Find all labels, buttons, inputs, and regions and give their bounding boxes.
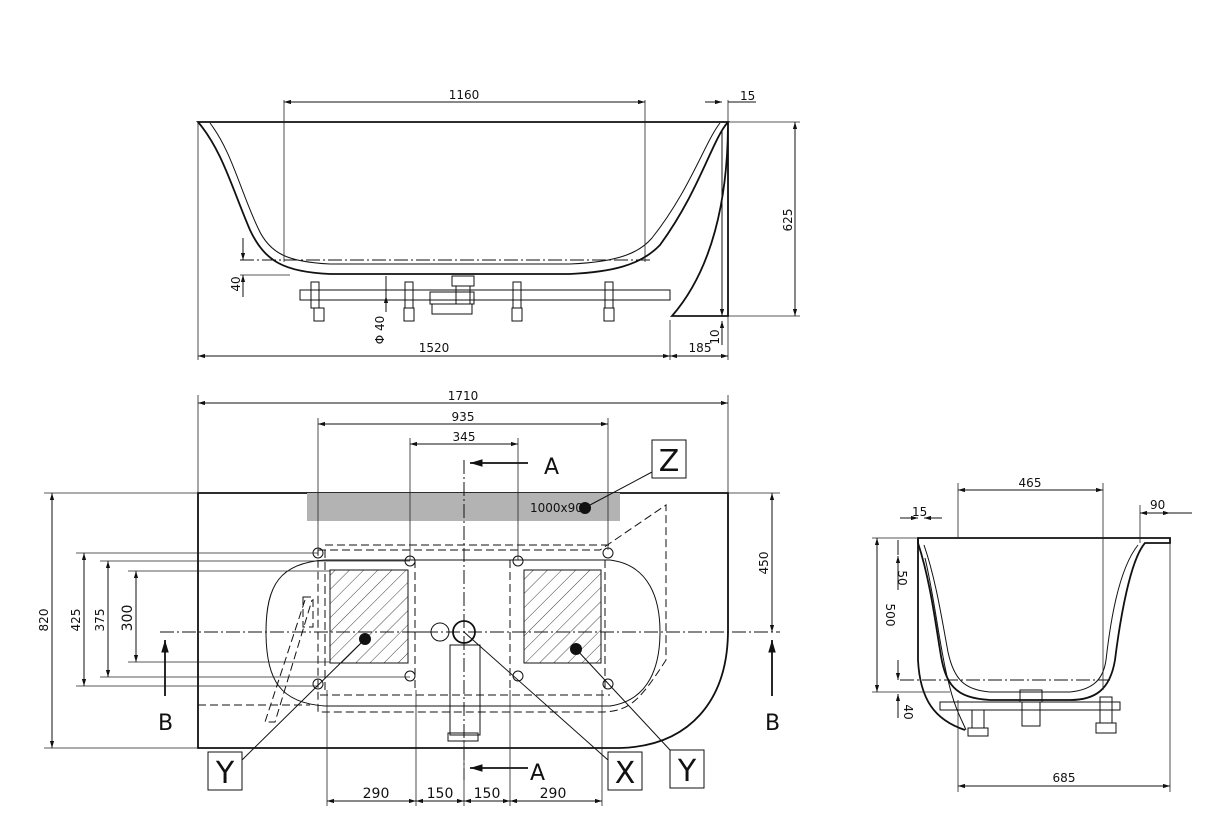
dim-10: 10: [708, 329, 722, 344]
callout-y-left-box: [207, 751, 243, 791]
side-view-tub-outline: [196, 121, 731, 275]
callout-x: X: [615, 756, 636, 791]
dim-935: 935: [452, 410, 475, 424]
dim-300: 300: [120, 605, 136, 632]
dim-90: 90: [1150, 498, 1165, 512]
dim-290-right: 290: [540, 786, 567, 802]
side-view-drain: [429, 275, 475, 315]
plan-view: 1000x90: [37, 389, 780, 806]
callout-z-box: [651, 439, 687, 479]
dim-820: 820: [37, 609, 51, 632]
section-b-left: B: [158, 711, 173, 736]
dim-1160: 1160: [449, 88, 480, 102]
dim-345: 345: [453, 430, 476, 444]
section-view: 465 90 15 500 50 40 685: [872, 476, 1192, 792]
section-b-right: B: [765, 711, 780, 736]
callout-x-box: [607, 751, 643, 791]
dim-drain-40: Φ 40: [373, 316, 387, 345]
dim-685: 685: [1053, 771, 1076, 785]
hatch-left: [329, 569, 409, 664]
callout-z: Z: [659, 444, 680, 479]
dim-185: 185: [689, 341, 712, 355]
dim-450: 450: [757, 552, 771, 575]
cutout-label: 1000x90: [530, 501, 583, 515]
dim-290-left: 290: [363, 786, 390, 802]
side-view-apron: [670, 121, 729, 317]
dim-375: 375: [93, 609, 107, 632]
plan-view-outline: [197, 492, 729, 749]
dim-150-left: 150: [427, 786, 454, 802]
dim-1710: 1710: [448, 389, 479, 403]
section-a-bottom: A: [530, 761, 545, 786]
dim-40-side: 40: [229, 276, 243, 291]
section-view-legs: [967, 696, 1117, 737]
callout-y-left: Y: [215, 756, 235, 791]
dim-50: 50: [895, 570, 909, 585]
dim-40-section: 40: [901, 704, 915, 719]
callout-y-right-box: [669, 749, 705, 789]
dim-150-right: 150: [474, 786, 501, 802]
dim-625: 625: [781, 209, 795, 232]
dim-15-section: 15: [912, 505, 927, 519]
dim-500: 500: [883, 604, 897, 627]
side-view: 1160 15 625 40 Φ 40 10 1520 185: [196, 88, 800, 360]
hatch-right: [523, 569, 602, 664]
section-view-drain: [1019, 689, 1043, 727]
section-view-tub: [917, 537, 1171, 701]
section-a-top: A: [544, 455, 559, 480]
plan-view-basin: [265, 559, 661, 707]
dim-1520: 1520: [419, 341, 450, 355]
callout-y-right: Y: [677, 754, 697, 789]
side-view-legs: [310, 281, 615, 322]
dim-15: 15: [740, 89, 755, 103]
dim-465: 465: [1019, 476, 1042, 490]
dim-425: 425: [69, 609, 83, 632]
